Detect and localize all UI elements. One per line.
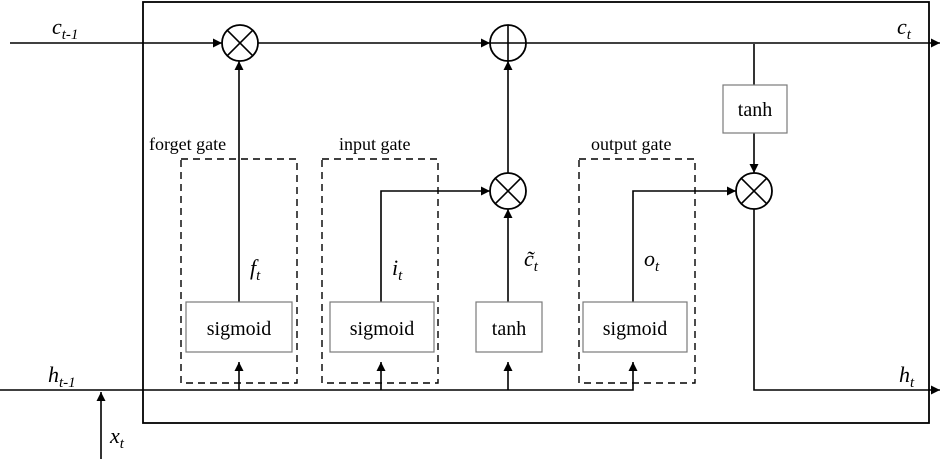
f-t-label: ft (250, 255, 261, 284)
c-t-label: ct (897, 14, 912, 43)
cell-boundary (142, 1, 930, 424)
forget-multiply-operator (221, 24, 259, 62)
tanh-cell-label: tanh (738, 99, 772, 121)
output-gate-title: output gate (591, 134, 671, 154)
forget-sigmoid-label: sigmoid (207, 318, 271, 340)
c-tilde-label: c̃t (524, 246, 539, 275)
input-gate-title: input gate (339, 134, 410, 154)
forget-gate-title: forget gate (149, 134, 226, 154)
h-t-output-line (753, 209, 940, 395)
input-sigmoid-block (329, 301, 435, 353)
input-gate-region (321, 158, 439, 384)
h-prev-input-line (0, 362, 638, 391)
tanh-cell-block (722, 84, 788, 134)
h-t-label: ht (899, 362, 915, 391)
add-operator (489, 24, 527, 62)
forget-sigmoid-block (185, 301, 293, 353)
tanh-candidate-block (475, 301, 543, 353)
output-sigmoid-label: sigmoid (603, 318, 667, 340)
h-prev-label: ht-1 (48, 362, 76, 391)
i-t-label: it (392, 255, 403, 284)
output-gate-region (578, 158, 696, 384)
output-gate-output-line (632, 186, 736, 302)
output-sigmoid-block (582, 301, 688, 353)
input-gate-output-line (380, 186, 490, 302)
o-t-label: ot (644, 246, 660, 275)
c-prev-label: ct-1 (52, 14, 78, 43)
input-sigmoid-label: sigmoid (350, 318, 414, 340)
output-multiply-operator (735, 172, 773, 210)
input-multiply-operator (489, 172, 527, 210)
x-t-label: xt (109, 423, 125, 452)
tanh-candidate-label: tanh (492, 318, 526, 340)
